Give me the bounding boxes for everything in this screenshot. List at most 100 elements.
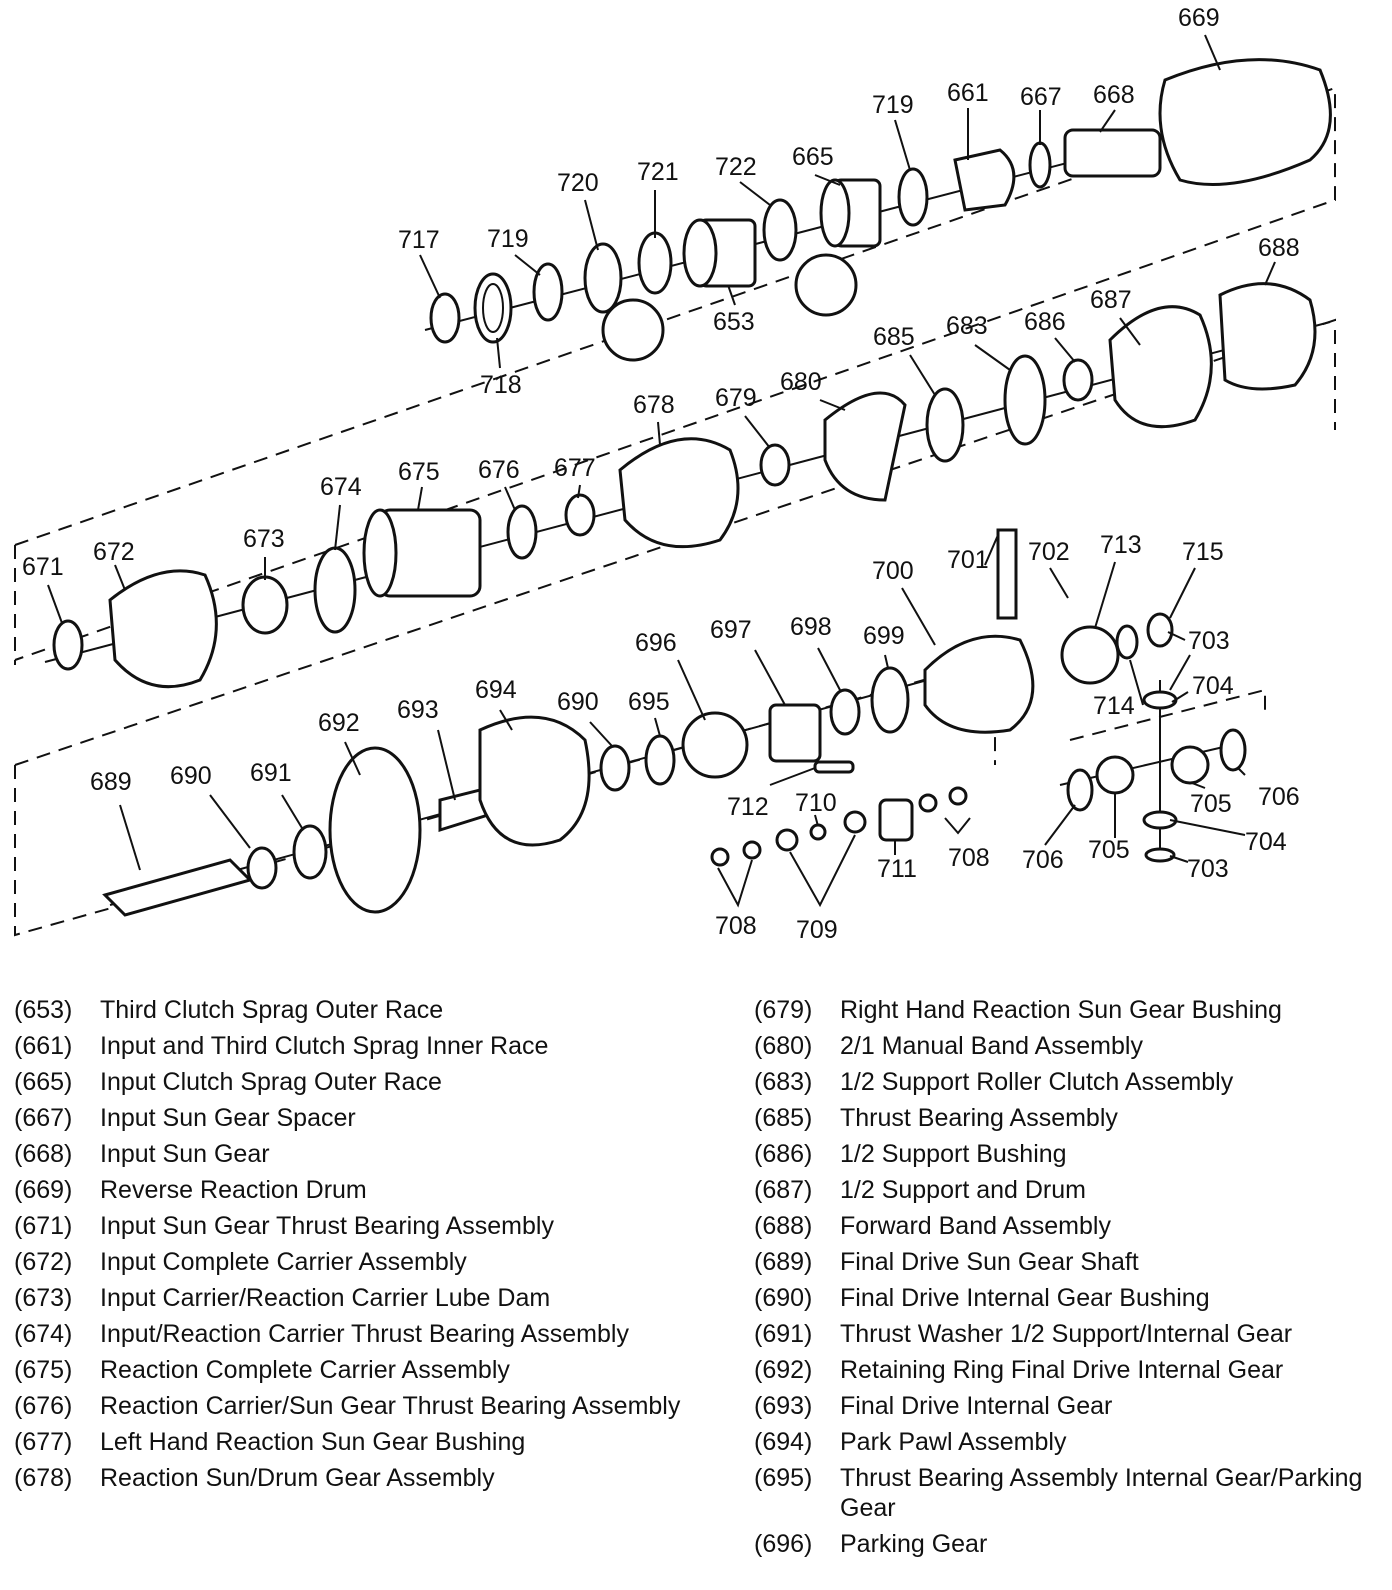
- legend-item: (691) Thrust Washer 1/2 Support/Internal …: [754, 1319, 1374, 1349]
- callout-679: 679: [715, 384, 757, 412]
- legend-description: Thrust Bearing Assembly Internal Gear/Pa…: [840, 1464, 1363, 1522]
- callout-720: 720: [557, 169, 599, 197]
- legend-item: (694)Park Pawl Assembly: [754, 1427, 1374, 1457]
- legend-number: (683): [754, 1068, 813, 1096]
- legend-description: Retaining Ring Final Drive Internal Gear: [840, 1356, 1284, 1384]
- legend-number: (653): [14, 996, 73, 1024]
- callout-704: 704: [1192, 672, 1234, 700]
- legend-number: (665): [14, 1068, 73, 1096]
- callout-673: 673: [243, 525, 285, 553]
- legend-item: (683) 1/2 Support Roller Clutch Assembly: [754, 1067, 1374, 1097]
- legend-item: (689)Final Drive Sun Gear Shaft: [754, 1247, 1374, 1277]
- legend-number: (691): [754, 1320, 813, 1348]
- callout-672: 672: [93, 538, 135, 566]
- callout-693: 693: [397, 696, 439, 724]
- callout-687: 687: [1090, 286, 1132, 314]
- legend-number: (687): [754, 1176, 813, 1204]
- legend-description: Third Clutch Sprag Outer Race: [100, 996, 444, 1024]
- legend-item: (668)Input Sun Gear: [14, 1139, 704, 1169]
- callout-668: 668: [1093, 81, 1135, 109]
- legend-number: (673): [14, 1284, 73, 1312]
- legend-description: Final Drive Internal Gear: [840, 1392, 1113, 1420]
- callout-669: 669: [1178, 4, 1220, 32]
- legend-description: Reaction Sun/Drum Gear Assembly: [100, 1464, 495, 1492]
- legend-number: (661): [14, 1032, 73, 1060]
- legend-item: (678)Reaction Sun/Drum Gear Assembly: [14, 1463, 704, 1493]
- legend-number: (689): [754, 1248, 813, 1276]
- legend-number: (675): [14, 1356, 73, 1384]
- callout-705: 705: [1190, 790, 1232, 818]
- legend-item: (695)Thrust Bearing Assembly Internal Ge…: [754, 1463, 1374, 1523]
- callout-697: 697: [710, 616, 752, 644]
- callout-704-b: 704: [1245, 828, 1287, 856]
- legend-description: Parking Gear: [840, 1530, 988, 1558]
- callout-696: 696: [635, 629, 677, 657]
- parts-legend-left: (653) Third Clutch Sprag Outer Race (661)…: [14, 995, 704, 1499]
- legend-item: (673) Input Carrier/Reaction Carrier Lube…: [14, 1283, 704, 1313]
- legend-item: (653) Third Clutch Sprag Outer Race: [14, 995, 704, 1025]
- callout-722: 722: [715, 153, 757, 181]
- callout-690-b: 690: [170, 762, 212, 790]
- callout-674: 674: [320, 473, 362, 501]
- legend-description: Park Pawl Assembly: [840, 1428, 1067, 1456]
- callout-671: 671: [22, 553, 64, 581]
- legend-description: 1/2 Support and Drum: [840, 1176, 1086, 1204]
- legend-item: (685)Thrust Bearing Assembly: [754, 1103, 1374, 1133]
- legend-item: (669) Reverse Reaction Drum: [14, 1175, 704, 1205]
- legend-item: (696) Parking Gear: [754, 1529, 1374, 1559]
- legend-number: (680): [754, 1032, 813, 1060]
- callout-706-b: 706: [1022, 846, 1064, 874]
- legend-item: (680) 2/1 Manual Band Assembly: [754, 1031, 1374, 1061]
- legend-item: (686) 1/2 Support Bushing: [754, 1139, 1374, 1169]
- legend-number: (688): [754, 1212, 813, 1240]
- callout-708: 708: [948, 844, 990, 872]
- legend-description: Forward Band Assembly: [840, 1212, 1111, 1240]
- legend-number: (667): [14, 1104, 73, 1132]
- legend-item: (688) Forward Band Assembly: [754, 1211, 1374, 1241]
- legend-description: 1/2 Support Roller Clutch Assembly: [840, 1068, 1234, 1096]
- callout-683: 683: [946, 312, 988, 340]
- callout-709: 709: [796, 916, 838, 944]
- legend-description: Input Carrier/Reaction Carrier Lube Dam: [100, 1284, 551, 1312]
- legend-item: (665) Input Clutch Sprag Outer Race: [14, 1067, 704, 1097]
- legend-number: (696): [754, 1530, 813, 1558]
- legend-description: Reverse Reaction Drum: [100, 1176, 367, 1204]
- legend-description: Reaction Carrier/Sun Gear Thrust Bearing…: [100, 1392, 681, 1420]
- legend-description: 2/1 Manual Band Assembly: [840, 1032, 1143, 1060]
- callout-714: 714: [1093, 692, 1135, 720]
- legend-description: Final Drive Internal Gear Bushing: [840, 1284, 1210, 1312]
- callout-719-b: 719: [487, 225, 529, 253]
- callout-680: 680: [780, 368, 822, 396]
- legend-item: (667) Input Sun Gear Spacer: [14, 1103, 704, 1133]
- legend-number: (676): [14, 1392, 73, 1420]
- legend-number: (668): [14, 1140, 73, 1168]
- legend-number: (669): [14, 1176, 73, 1204]
- legend-item: (661)Input and Third Clutch Sprag Inner …: [14, 1031, 704, 1061]
- legend-item: (675) Reaction Complete Carrier Assembly: [14, 1355, 704, 1385]
- legend-item: (674)Input/Reaction Carrier Thrust Beari…: [14, 1319, 704, 1349]
- legend-number: (679): [754, 996, 813, 1024]
- callout-702: 702: [1028, 538, 1070, 566]
- legend-description: 1/2 Support Bushing: [840, 1140, 1067, 1168]
- callout-653: 653: [713, 308, 755, 336]
- legend-description: Input Clutch Sprag Outer Race: [100, 1068, 442, 1096]
- legend-description: Left Hand Reaction Sun Gear Bushing: [100, 1428, 526, 1456]
- callout-665: 665: [792, 143, 834, 171]
- callout-711: 711: [877, 855, 917, 883]
- callout-721: 721: [637, 158, 679, 186]
- legend-description: Thrust Washer 1/2 Support/Internal Gear: [840, 1320, 1293, 1348]
- callout-686: 686: [1024, 308, 1066, 336]
- callout-705-b: 705: [1088, 836, 1130, 864]
- callout-700: 700: [872, 557, 914, 585]
- legend-description: Reaction Complete Carrier Assembly: [100, 1356, 510, 1384]
- legend-description: Input Sun Gear Spacer: [100, 1104, 356, 1132]
- callout-694: 694: [475, 676, 517, 704]
- callout-661: 661: [947, 79, 989, 107]
- callout-675: 675: [398, 458, 440, 486]
- legend-description: Input Complete Carrier Assembly: [100, 1248, 467, 1276]
- legend-number: (686): [754, 1140, 813, 1168]
- legend-description: Input/Reaction Carrier Thrust Bearing As…: [100, 1320, 629, 1348]
- callout-699: 699: [863, 622, 905, 650]
- callout-677: 677: [554, 454, 596, 482]
- callout-667: 667: [1020, 83, 1062, 111]
